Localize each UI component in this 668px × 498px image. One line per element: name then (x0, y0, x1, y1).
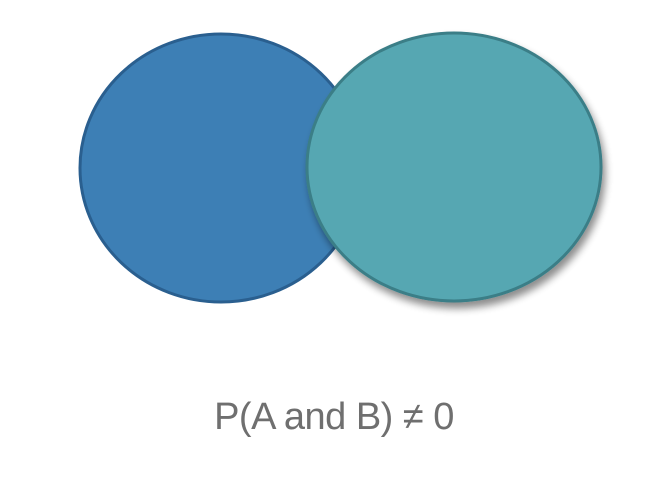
set-b-circle (305, 31, 603, 303)
probability-caption: P(A and B) ≠ 0 (214, 396, 454, 438)
